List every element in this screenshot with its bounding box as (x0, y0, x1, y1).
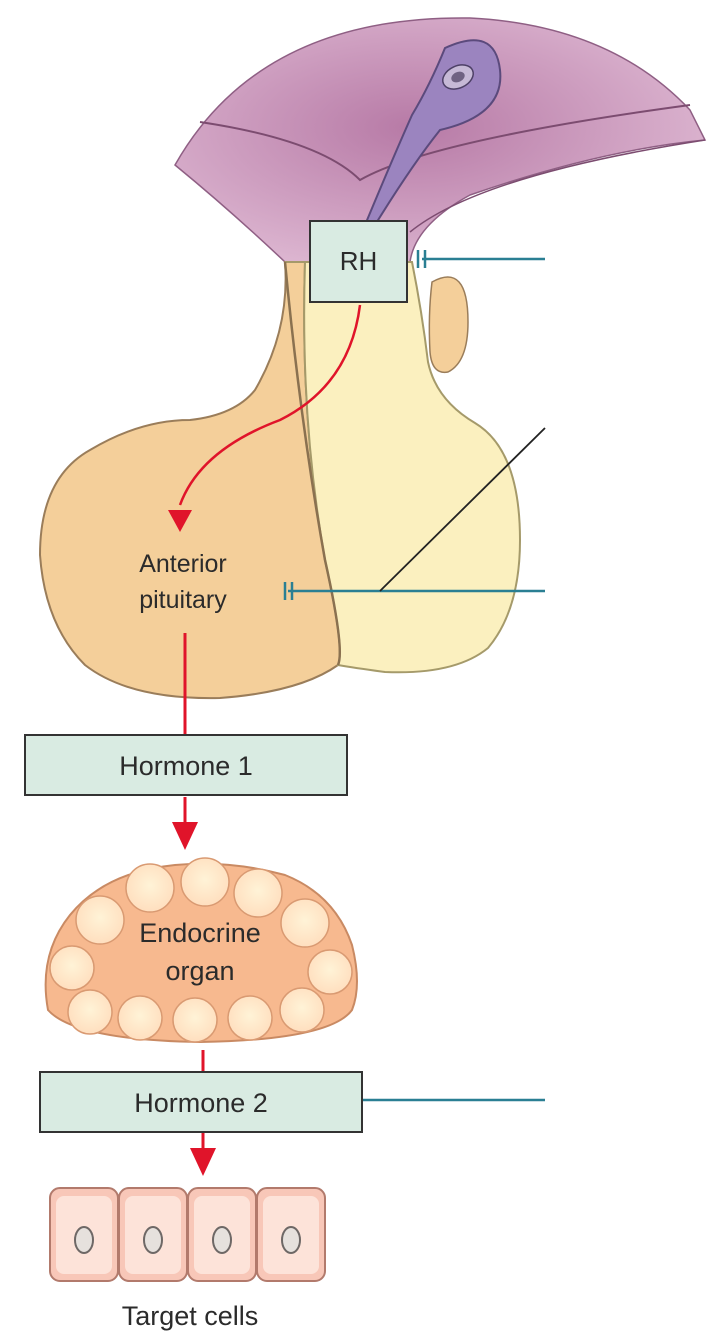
red-arrow-icon (172, 822, 198, 850)
target-cells-label: Target cells (122, 1301, 259, 1331)
endocrine-label-line2: organ (165, 956, 234, 986)
hormone-2-box: Hormone 2 (40, 1072, 362, 1132)
rh-label: RH (340, 246, 378, 276)
double-bar-icon (418, 250, 425, 268)
hypothalamus (175, 18, 705, 262)
target-cell (188, 1188, 256, 1281)
target-cell (119, 1188, 187, 1281)
pars-intermedia (429, 277, 468, 372)
anterior-pituitary-label-line1: Anterior (139, 550, 227, 578)
anterior-pituitary (40, 262, 340, 698)
endocrine-label-line1: Endocrine (139, 918, 261, 948)
anterior-pituitary-label-line2: pituitary (139, 586, 227, 614)
target-cell (257, 1188, 325, 1281)
rh-box: RH (310, 221, 407, 302)
hormone-1-box: Hormone 1 (25, 735, 347, 795)
hormone-1-label: Hormone 1 (119, 751, 253, 781)
red-arrow-icon (190, 1148, 216, 1176)
hormone-2-label: Hormone 2 (134, 1088, 268, 1118)
feedback-panel (545, 230, 722, 1130)
target-cells (50, 1188, 325, 1281)
endocrine-organ: Endocrine organ (46, 858, 357, 1042)
target-cell (50, 1188, 118, 1281)
